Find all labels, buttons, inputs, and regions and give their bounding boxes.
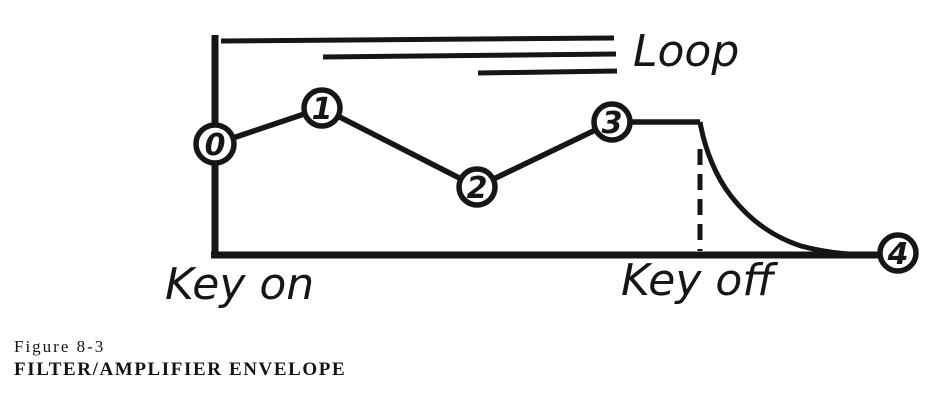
point-2-circle (456, 166, 498, 208)
figure-caption-number: Figure 8-3 (14, 337, 106, 356)
point-0-number: 0 (205, 128, 226, 163)
envelope-point-2: 2 (456, 166, 498, 208)
loop-extent-line-from-point-1 (322, 51, 617, 60)
key-on-label: Key on (165, 259, 315, 310)
loop-label: Loop (633, 26, 740, 77)
point-4-number: 4 (887, 237, 909, 272)
release-curve (697, 121, 882, 258)
figure-caption-title: FILTER/AMPLIFIER ENVELOPE (14, 359, 347, 380)
loop-extent-line-from-point-2 (477, 68, 618, 76)
envelope-point-3: 3 (591, 101, 633, 143)
point-2-number: 2 (467, 171, 488, 206)
point-4-circle (877, 232, 919, 274)
point-1-number: 1 (312, 92, 333, 127)
figure-caption: Figure 8-3 FILTER/AMPLIFIER ENVELOPE (14, 336, 346, 382)
point-1-circle (301, 87, 343, 129)
envelope-point-1: 1 (301, 87, 343, 129)
point-0-circle (193, 122, 237, 166)
envelope-point-0: 0 (193, 122, 237, 166)
loop-extent-line-from-point-0 (220, 35, 615, 44)
envelope-point-4: 4 (877, 232, 919, 274)
point-3-circle (591, 101, 633, 143)
key-off-label: Key off (621, 255, 775, 306)
point-3-number: 3 (602, 106, 623, 141)
